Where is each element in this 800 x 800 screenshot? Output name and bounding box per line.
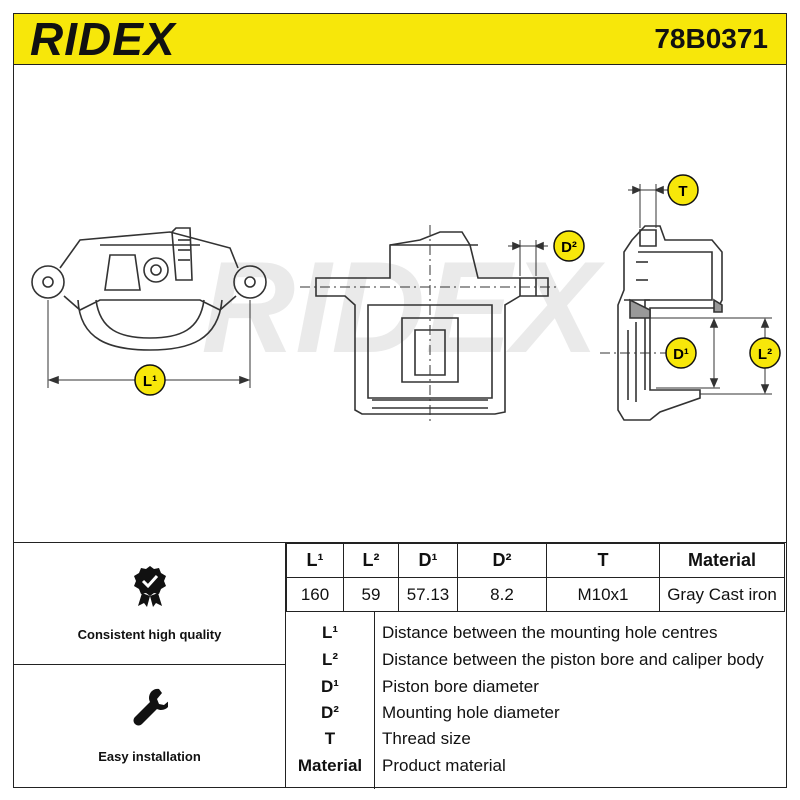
legend-key-l2: L² (321, 650, 339, 669)
feature-installation-label: Easy installation (98, 749, 201, 764)
feature-quality-label: Consistent high quality (77, 627, 222, 642)
spec-value-d2: 8.2 (457, 577, 547, 612)
legend: L¹ Distance between the mounting hole ce… (286, 611, 788, 789)
wrench-icon (133, 688, 168, 726)
legend-desc-material: Product material (382, 756, 506, 775)
legend-desc-t: Thread size (382, 729, 471, 748)
feature-installation: Easy installation (14, 687, 285, 787)
legend-divider (374, 611, 375, 789)
legend-key-material: Material (297, 756, 363, 775)
spec-header-t: T (546, 543, 660, 578)
spec-header-d2: D² (457, 543, 547, 578)
drawing-frame (13, 64, 787, 542)
legend-desc-l2: Distance between the piston bore and cal… (382, 650, 764, 669)
spec-table-header-row: L¹ L² D¹ D² T Material (286, 543, 785, 578)
features-column: Consistent high quality Easy installatio… (14, 543, 286, 787)
legend-desc-d2: Mounting hole diameter (382, 703, 560, 722)
legend-key-d1: D¹ (321, 677, 339, 696)
spec-table-value-row: 160 59 57.13 8.2 M10x1 Gray Cast iron (286, 577, 785, 612)
legend-key-l1: L¹ (321, 623, 339, 642)
spec-value-t: M10x1 (546, 577, 660, 612)
feature-quality: Consistent high quality (14, 565, 285, 665)
legend-key-t: T (324, 729, 336, 748)
legend-desc-d1: Piston bore diameter (382, 677, 539, 696)
spec-header-material: Material (659, 543, 785, 578)
spec-header-l1: L¹ (286, 543, 344, 578)
quality-seal-icon (134, 566, 166, 607)
spec-value-l2: 59 (343, 577, 399, 612)
legend-key-d2: D² (321, 703, 339, 722)
header-bar: RIDEX 78B0371 (13, 13, 787, 65)
info-panel: Consistent high quality Easy installatio… (13, 542, 788, 789)
features-divider (14, 664, 285, 665)
spec-header-l2: L² (343, 543, 399, 578)
spec-value-d1: 57.13 (398, 577, 458, 612)
spec-table: L¹ L² D¹ D² T Material 160 59 57.13 8.2 … (286, 543, 785, 612)
legend-desc-l1: Distance between the mounting hole centr… (382, 623, 718, 642)
spec-value-l1: 160 (286, 577, 344, 612)
spec-value-material: Gray Cast iron (659, 577, 785, 612)
brand-logo: RIDEX (30, 13, 176, 65)
spec-header-d1: D¹ (398, 543, 458, 578)
part-number: 78B0371 (654, 23, 768, 54)
